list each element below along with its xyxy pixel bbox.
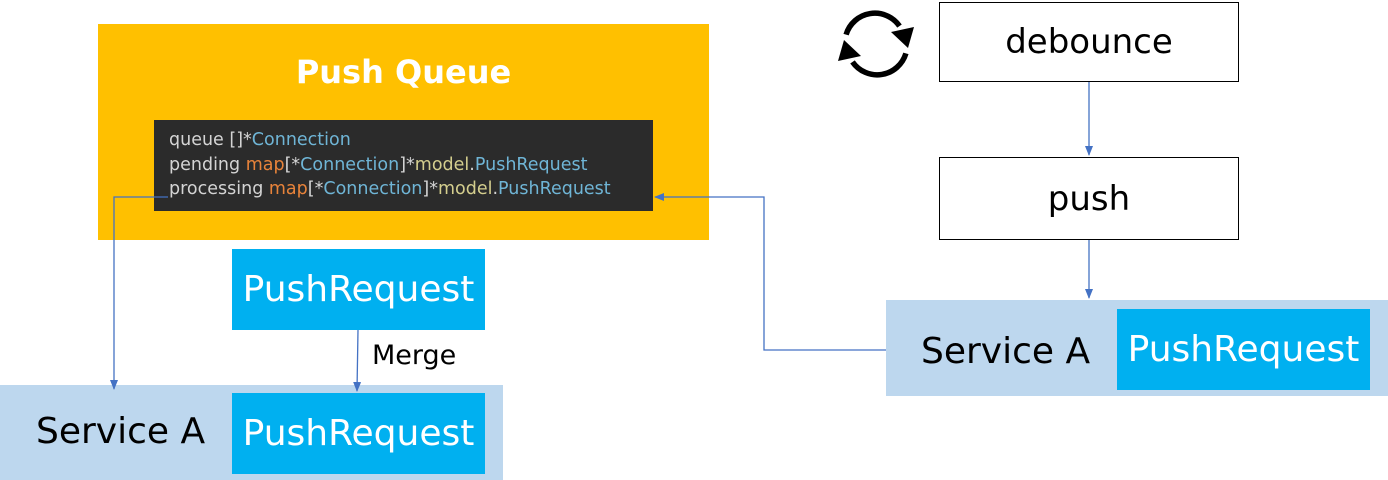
code-token: map bbox=[245, 154, 285, 175]
code-token: . bbox=[469, 154, 475, 175]
bottom-service-pushrequest: PushRequest bbox=[232, 393, 485, 474]
code-token: model bbox=[437, 179, 493, 199]
arrow-merge bbox=[353, 329, 362, 392]
arrow-queue-to-bottom-service bbox=[110, 196, 168, 390]
code-token: Connection bbox=[251, 130, 351, 150]
code-line: processing map[*Connection]*model.PushRe… bbox=[169, 177, 653, 202]
code-token: PushRequest bbox=[474, 154, 588, 175]
code-line: pending map[*Connection]*model.PushReque… bbox=[169, 153, 653, 178]
code-token: PushRequest bbox=[498, 179, 611, 199]
code-token: Connection bbox=[300, 154, 400, 175]
debounce-box: debounce bbox=[939, 2, 1239, 82]
code-token: ]* bbox=[422, 179, 438, 199]
code-token: pending bbox=[169, 154, 246, 175]
code-token: [* bbox=[284, 154, 301, 175]
sync-icon bbox=[838, 10, 914, 78]
push-box: push bbox=[939, 157, 1239, 240]
code-token: . bbox=[492, 179, 499, 199]
right-service-label: Service A bbox=[921, 331, 1091, 372]
right-service-pushrequest: PushRequest bbox=[1117, 309, 1370, 390]
code-token: []* bbox=[229, 130, 252, 150]
bottom-service-label: Service A bbox=[36, 411, 206, 452]
merge-label: Merge bbox=[372, 340, 457, 371]
push-queue-title: Push Queue bbox=[295, 53, 512, 91]
code-token: processing bbox=[169, 179, 269, 199]
code-token: queue bbox=[169, 130, 230, 150]
arrow-service-to-processing bbox=[654, 193, 886, 351]
code-token: [* bbox=[307, 179, 324, 199]
code-token: Connection bbox=[323, 179, 423, 199]
pushrequest-box: PushRequest bbox=[232, 249, 485, 330]
code-token: ]* bbox=[399, 154, 415, 175]
code-token: map bbox=[268, 179, 308, 199]
code-line: queue []*Connection bbox=[169, 128, 653, 153]
code-token: model bbox=[414, 154, 470, 175]
